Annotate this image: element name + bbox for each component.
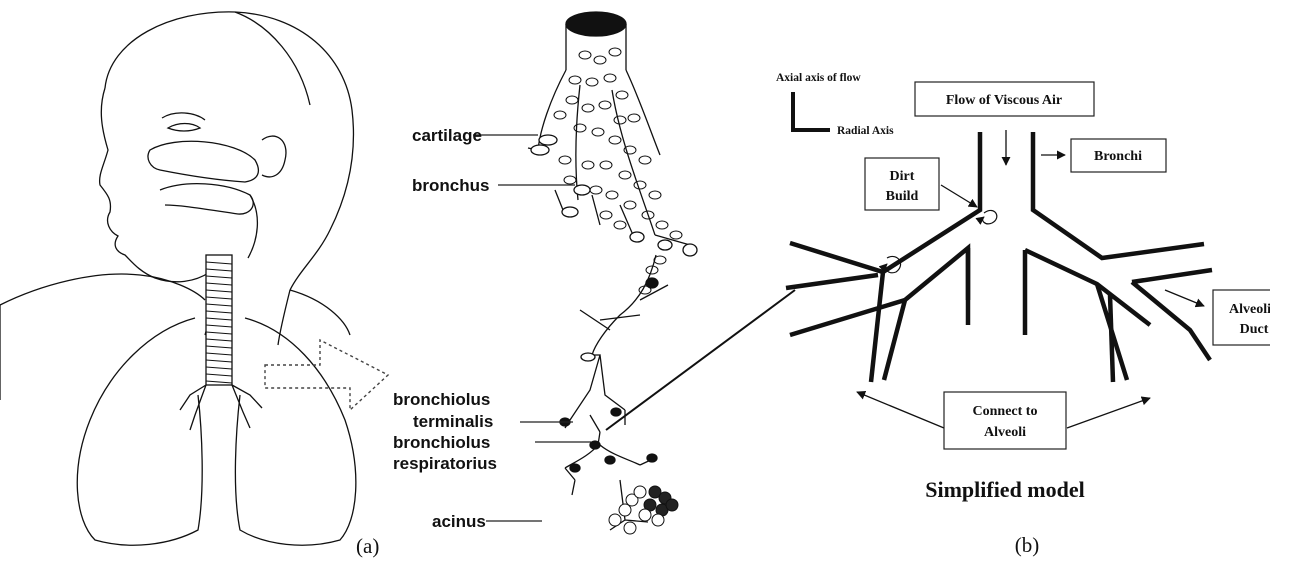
cartilage-texture [559,156,571,164]
cartilage-texture [582,104,594,112]
zoom-connector-line [606,290,795,430]
cartilage-texture [586,78,598,86]
cartilage-texture [569,76,581,84]
cartilage-texture [574,124,586,132]
cartilage-texture [609,136,621,144]
alveolus-blob [639,509,651,521]
cartilage-texture [609,48,621,56]
cartilage-texture [654,256,666,264]
cartilage-texture [670,231,682,239]
axis-radial-label: Radial Axis [837,125,894,137]
alveolus-blob [634,486,646,498]
cartilage-texture [592,128,604,136]
label-bronchus: bronchus [412,176,489,195]
box-bronchi: Bronchi [1071,139,1166,172]
box-connect-line2: Alveoli [984,425,1026,440]
alveolus-blob [619,504,631,516]
box-dirt-line2: Build [886,189,919,204]
cartilage-texture [600,161,612,169]
box-bronchi-text: Bronchi [1094,149,1142,164]
box-dirt-line1: Dirt [890,169,915,184]
label-cartilage: cartilage [412,126,482,145]
box-connect-line1: Connect to [973,404,1038,419]
alveolus-blob [609,514,621,526]
caption-a: (a) [356,534,379,558]
cartilage-texture [600,211,612,219]
cartilage-texture [579,51,591,59]
cartilage-texture [619,171,631,179]
alveolus-blob [666,499,678,511]
cartilage-texture [606,191,618,199]
label-acinus: acinus [432,512,486,531]
cartilage-texture [599,101,611,109]
cartilage-texture [639,156,651,164]
box-dirt-build: Dirt Build [865,158,939,210]
alveolus-blob [652,514,664,526]
lungs-outline [0,274,356,545]
label-bronchiolus-terminalis-line2: terminalis [413,412,493,431]
box-alveoli-duct-line2: Duct [1240,322,1269,337]
bronchial-tree [528,12,697,534]
vortex-icon [983,210,997,223]
axis-indicator: Axial axis of flow Radial Axis [776,72,894,137]
cartilage-texture [649,191,661,199]
caption-b: (b) [1015,533,1040,557]
cartilage-texture [614,221,626,229]
cartilage-texture [566,96,578,104]
cartilage-texture [590,186,602,194]
cartilage-texture [634,181,646,189]
cartilage-texture [564,176,576,184]
label-bronchiolus-respiratorius-line2: respiratorius [393,454,497,473]
cartilage-texture [594,56,606,64]
cartilage-texture [614,116,626,124]
cartilage-texture [628,114,640,122]
cartilage-texture [582,161,594,169]
box-alveoli-duct: Alveoli Duct [1213,290,1283,345]
cartilage-texture [554,111,566,119]
panel-b: Axial axis of flow Radial Axis [776,72,1283,557]
label-bronchiolus-terminalis-line1: bronchiolus [393,390,490,409]
box-flow-of-viscous-air: Flow of Viscous Air [915,82,1094,116]
box-alveoli-duct-line1: Alveoli [1229,302,1271,317]
cartilage-texture [604,74,616,82]
cartilage-texture [656,221,668,229]
cartilage-texture [624,201,636,209]
panel-b-title: Simplified model [925,477,1085,502]
box-flow-text: Flow of Viscous Air [946,93,1062,108]
zoom-arrow [265,340,388,410]
axis-axial-label: Axial axis of flow [776,72,861,84]
trachea [206,255,232,385]
cartilage-texture [616,91,628,99]
alveolus-blob [624,522,636,534]
label-bronchiolus-respiratorius-line1: bronchiolus [393,433,490,452]
box-connect-to-alveoli: Connect to Alveoli [944,392,1066,449]
